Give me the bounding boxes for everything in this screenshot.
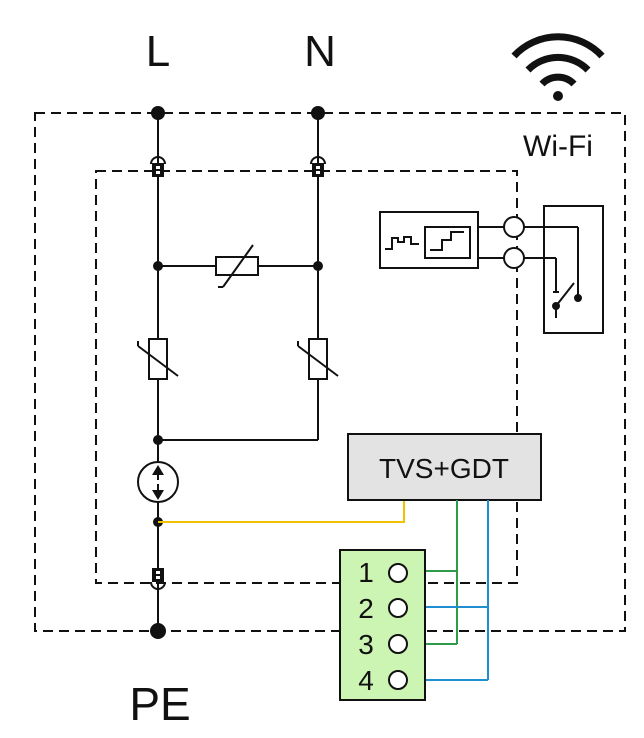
junction-dot [153, 261, 163, 271]
yellow-wire [158, 501, 405, 523]
connector-pin-4: 4 [358, 665, 408, 696]
terminal-dot-l [151, 106, 165, 120]
junction-dot [153, 435, 163, 445]
wifi-label: Wi-Fi [523, 130, 593, 163]
connector-pin-3: 3 [358, 629, 408, 660]
blue-wires [424, 500, 489, 681]
varistor-l-n [215, 244, 259, 288]
outer-enclosure [34, 112, 626, 632]
inner-module [95, 170, 518, 584]
pin-hole [388, 598, 408, 618]
tvs-gdt-module: TVS+GDT [347, 433, 542, 501]
pin-hole [388, 670, 408, 690]
terminal-label-l: L [146, 27, 170, 76]
terminal-dot-n [311, 106, 325, 120]
gas-discharge-tube [137, 461, 179, 503]
connector-pin-1: 1 [358, 557, 408, 588]
terminal-dot-pe [150, 623, 166, 639]
pin-label: 2 [358, 593, 374, 624]
terminal-label-n: N [304, 27, 336, 76]
remote-contact-switch [543, 205, 604, 334]
pin-label: 4 [358, 665, 374, 696]
thermal-fuse-l [150, 156, 166, 177]
green-wires [424, 500, 458, 645]
pin-hole [388, 634, 408, 654]
connector-pin-2: 2 [358, 593, 408, 624]
tvs-gdt-label: TVS+GDT [379, 453, 509, 484]
connector-block: 1 2 3 4 [339, 549, 426, 701]
thermal-fuse-pe [150, 568, 166, 590]
main-wiring [157, 113, 319, 631]
pin-label: 1 [358, 557, 374, 588]
junction-dot [313, 261, 323, 271]
varistor-l-pe [137, 338, 179, 380]
wifi-icon [511, 33, 605, 101]
thermal-fuse-n [310, 156, 326, 177]
varistor-n-pe [297, 338, 339, 380]
pin-label: 3 [358, 629, 374, 660]
pin-hole [388, 563, 408, 583]
terminal-label-pe: PE [129, 678, 190, 730]
status-indicator [379, 211, 479, 269]
remote-contact-wiring [478, 216, 579, 318]
